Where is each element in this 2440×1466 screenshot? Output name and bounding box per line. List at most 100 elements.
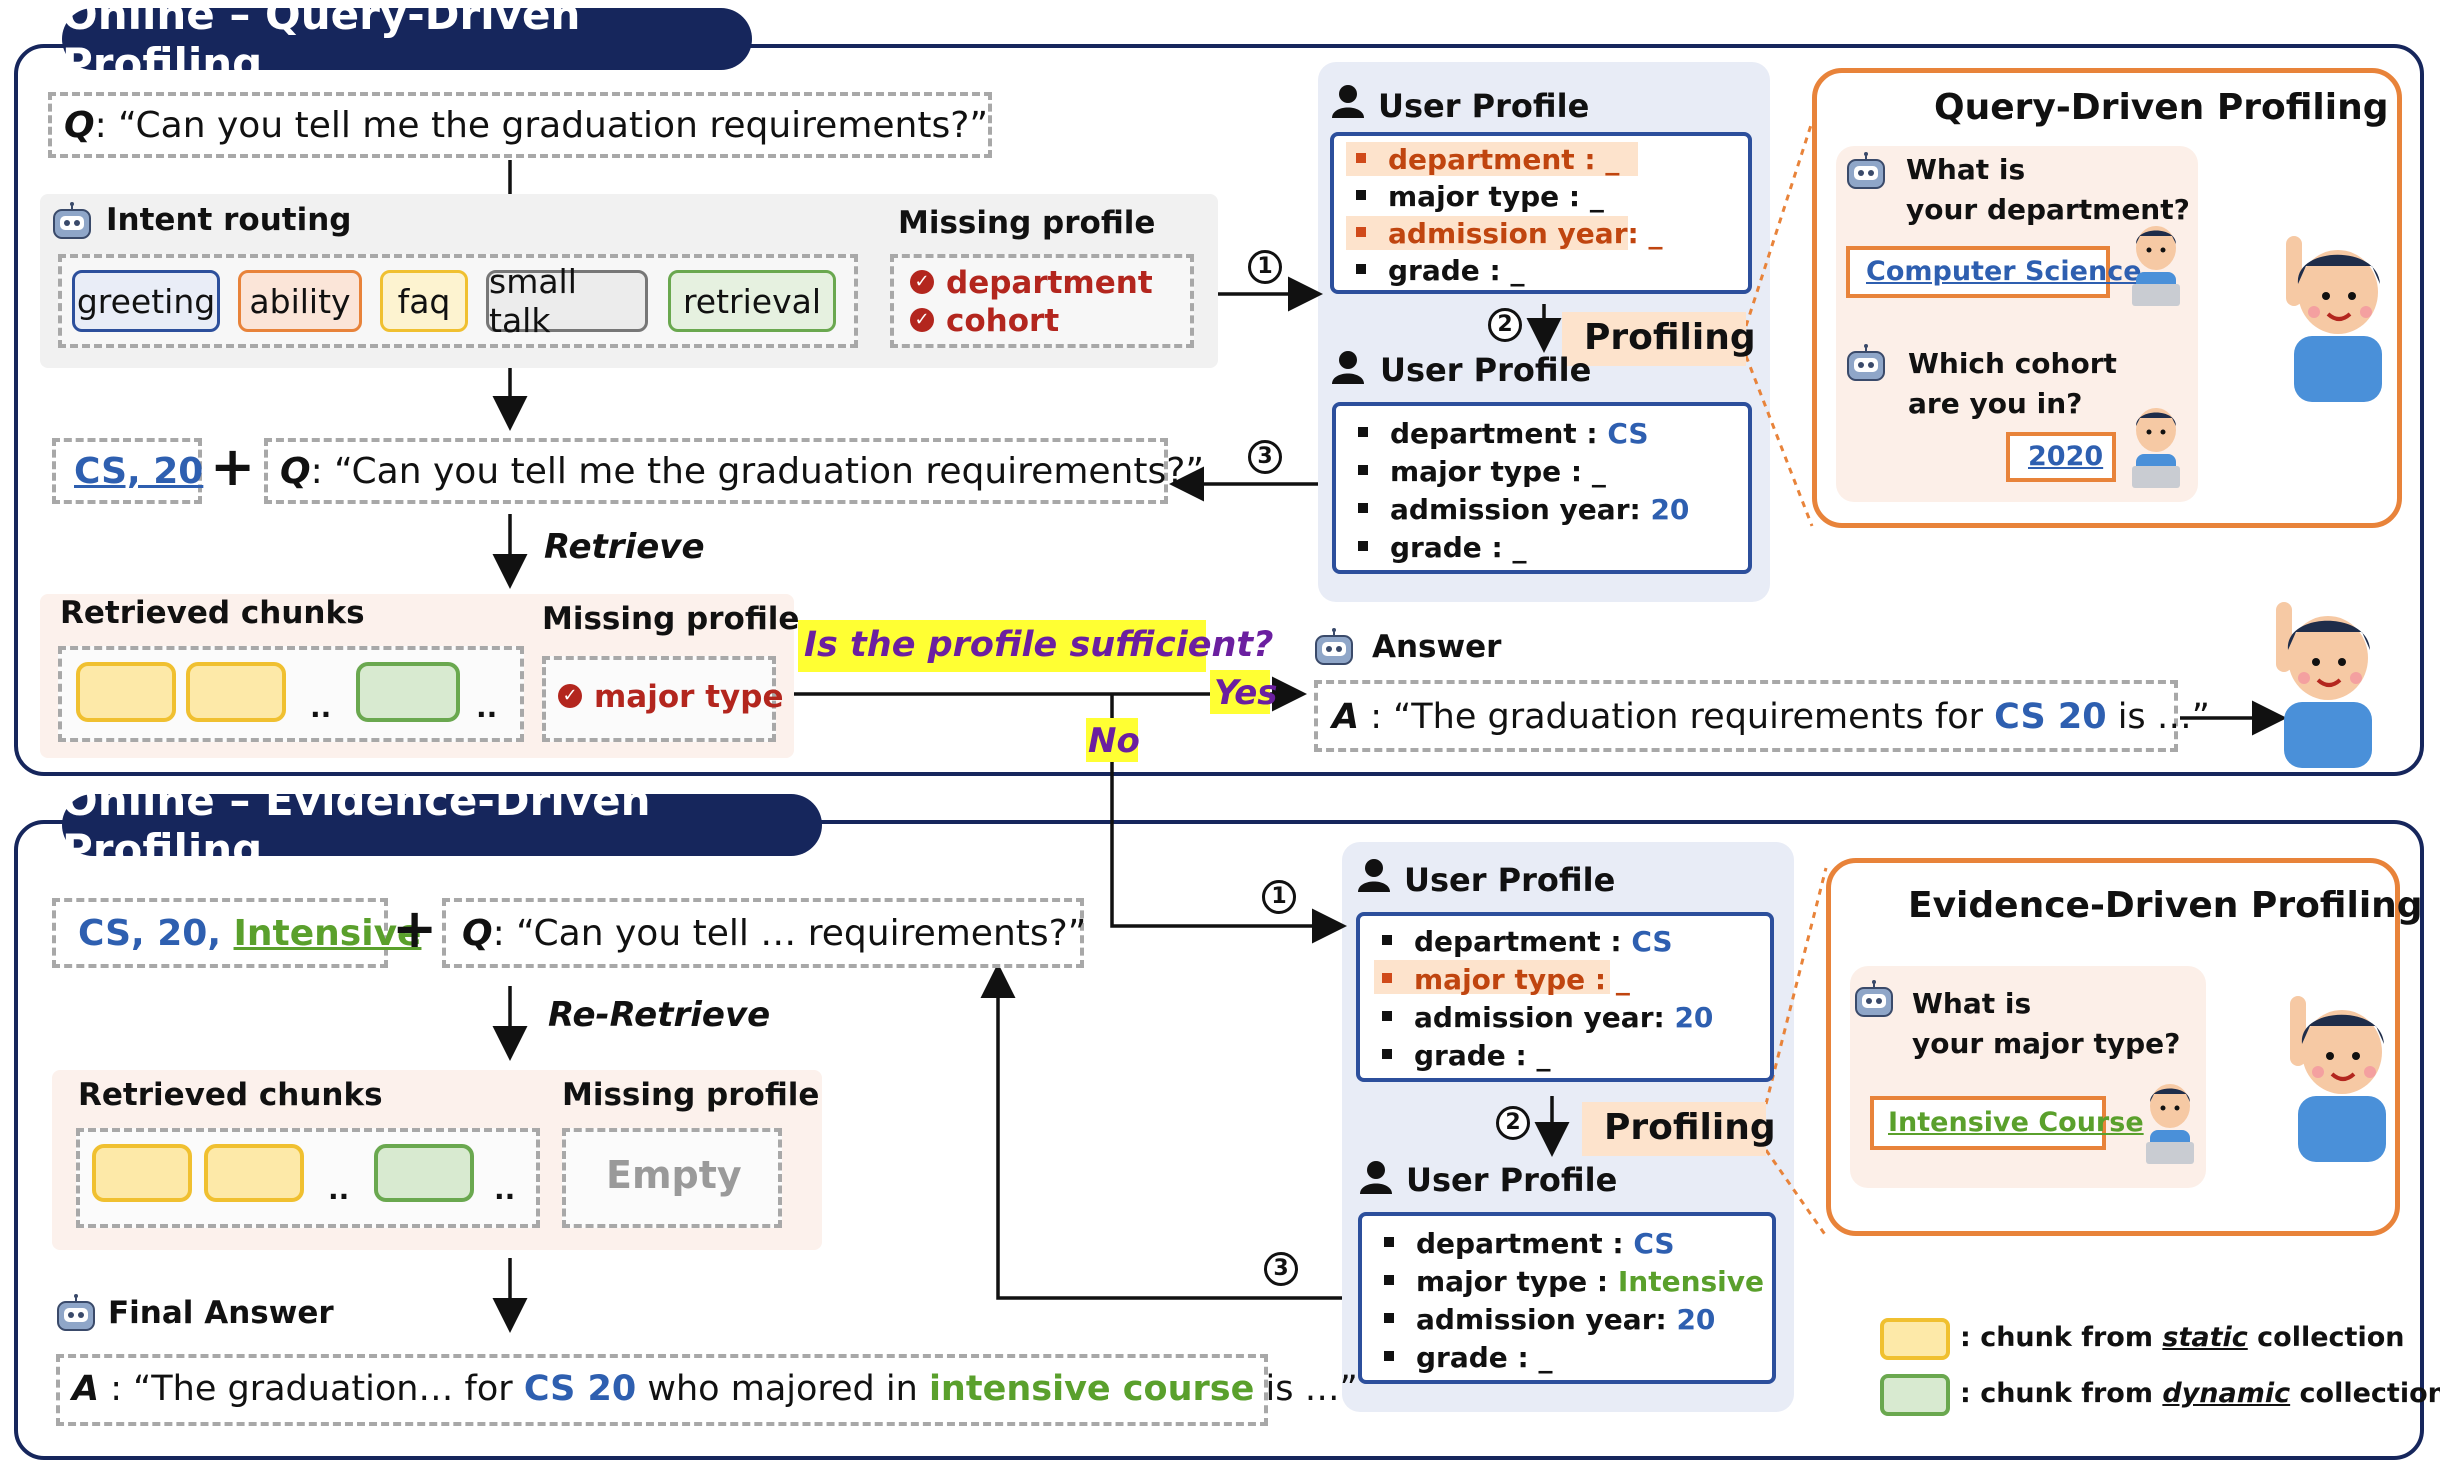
final-answer-cs20: CS 20 bbox=[523, 1369, 637, 1409]
missing-profile-label-2: Missing profile bbox=[542, 601, 800, 637]
user-profile-label-4: User Profile bbox=[1406, 1161, 1618, 1199]
profile-after-row-3: admission year: 20 bbox=[1358, 496, 1689, 524]
query-box-2 bbox=[264, 438, 1168, 504]
no-label: No bbox=[1088, 721, 1140, 761]
connector-bottom-1 bbox=[1764, 867, 1828, 1105]
chunk-dynamic-1 bbox=[356, 662, 460, 722]
legend-dynamic: : chunk from dynamic collection bbox=[1960, 1378, 2440, 1409]
chunk-dots-b2: .. bbox=[494, 1173, 516, 1206]
profile-b-before-row-2: major type : _ bbox=[1382, 966, 1630, 994]
profile-before-row-3: admission year: _ bbox=[1356, 220, 1662, 248]
step-1-bottom: 1 bbox=[1262, 880, 1296, 914]
profile-b-after-intensive: Intensive bbox=[1617, 1265, 1765, 1298]
step-3-top: 3 bbox=[1248, 440, 1282, 474]
intent-greeting: greeting bbox=[72, 270, 220, 332]
answer-highlight: CS 20 bbox=[1994, 697, 2107, 737]
query-line: Q: “Can you tell me the graduation requi… bbox=[64, 108, 988, 144]
arrow-step3-bottom bbox=[980, 963, 1342, 1300]
profile-card-before-bottom bbox=[1356, 912, 1774, 1082]
profile-tag-box bbox=[52, 438, 202, 504]
missing-profile-box-2 bbox=[542, 656, 776, 742]
profiling-tag: Profiling bbox=[1584, 317, 1756, 358]
person-icon-3 bbox=[1358, 859, 1390, 892]
profile-tag-bottom-a: CS, 20, bbox=[78, 913, 234, 954]
top-section-title-text: Online – Query-Driven Profiling bbox=[62, 0, 581, 88]
profile-before-row-2-text: major type : _ bbox=[1388, 180, 1604, 213]
profile-b-after-row-3: admission year: 20 bbox=[1384, 1306, 1715, 1334]
plus-sign: + bbox=[210, 435, 256, 498]
chunk-static-1 bbox=[76, 662, 176, 722]
profile-before-row-3-text: admission year: _ bbox=[1388, 217, 1663, 250]
user-figure-answer bbox=[2276, 602, 2372, 768]
profile-b-before-cs: CS bbox=[1631, 925, 1673, 958]
person-icon-4 bbox=[1360, 1161, 1392, 1194]
step-1-top: 1 bbox=[1248, 250, 1282, 284]
final-answer-line: A : “The graduation… for CS 20 who major… bbox=[72, 1369, 1358, 1409]
answer-text-2: is …” bbox=[2106, 697, 2210, 737]
panel-q2-line1: Which cohort bbox=[1908, 347, 2117, 380]
student-icon-small bbox=[2132, 226, 2180, 306]
robot-icon-panel-2 bbox=[1847, 344, 1885, 381]
robot-icon-final bbox=[57, 1294, 95, 1331]
answer-prefix: A bbox=[1332, 697, 1360, 737]
profile-tag-bottom-b: Intensive bbox=[233, 913, 422, 954]
legend-static: : chunk from static collection bbox=[1960, 1322, 2405, 1353]
profile-before-row-2: major type : _ bbox=[1356, 183, 1604, 211]
query-box bbox=[48, 92, 992, 158]
intent-routing-label: Intent routing bbox=[106, 202, 352, 238]
bottom-section-title: Online – Evidence-Driven Profiling bbox=[62, 776, 822, 874]
missing-item-cohort-text: cohort bbox=[946, 303, 1060, 339]
profile-before-row-4: grade : _ bbox=[1356, 257, 1524, 285]
profile-b-after-cs: CS bbox=[1633, 1227, 1675, 1260]
chunk-dots-2: .. bbox=[476, 691, 498, 724]
yes-label: Yes bbox=[1214, 673, 1278, 713]
profile-tag-bottom: CS, 20, Intensive bbox=[78, 916, 421, 952]
top-section-frame bbox=[14, 44, 2424, 776]
missing-item-major: ✓major type bbox=[558, 682, 783, 713]
no-highlight bbox=[1086, 718, 1138, 762]
intent-faq: faq bbox=[380, 270, 468, 332]
panel-a1: Computer Science bbox=[1866, 256, 2142, 287]
profile-b-before-row-1: department : CS bbox=[1382, 928, 1673, 956]
connector-bottom-2 bbox=[1764, 1149, 1828, 1237]
legend-dynamic-swatch bbox=[1880, 1374, 1950, 1416]
sufficient-question: Is the profile sufficient? bbox=[804, 625, 1274, 665]
highlight-department bbox=[1346, 142, 1638, 176]
chunk-dots-b1: .. bbox=[328, 1173, 350, 1206]
profile-b-after-row-1: department : CS bbox=[1384, 1230, 1675, 1258]
profile-tag-box-bottom bbox=[52, 898, 388, 968]
missing-profile-box bbox=[890, 254, 1194, 348]
evidence-q1-line1: What is bbox=[1912, 987, 2032, 1020]
missing-item-department-text: department bbox=[946, 265, 1153, 301]
student-icon-small-3 bbox=[2146, 1084, 2194, 1164]
profile-before-row-4-text: grade : _ bbox=[1388, 254, 1525, 287]
chunk-static-2 bbox=[186, 662, 286, 722]
retrieved-chunks-label: Retrieved chunks bbox=[60, 595, 365, 631]
user-figure-panel-top bbox=[2286, 236, 2382, 402]
profile-card-after-bottom bbox=[1358, 1212, 1776, 1384]
profile-after-row-1: department : CS bbox=[1358, 420, 1649, 448]
robot-icon-panel-3 bbox=[1855, 980, 1893, 1017]
profiling-tag-bottom: Profiling bbox=[1604, 1107, 1776, 1148]
person-icon bbox=[1332, 85, 1364, 118]
arrow-no-branch bbox=[1110, 694, 1347, 944]
profile-b-before-row-3: admission year: 20 bbox=[1382, 1004, 1713, 1032]
panel-q1-line1: What is bbox=[1906, 153, 2026, 186]
user-figure-panel-bottom bbox=[2290, 996, 2386, 1162]
panel-q1-line2: your department? bbox=[1906, 193, 2190, 226]
person-icon-2 bbox=[1332, 351, 1364, 384]
panel-a2-box bbox=[2006, 432, 2116, 482]
robot-icon-panel-1 bbox=[1847, 152, 1885, 189]
intent-ability: ability bbox=[238, 270, 362, 332]
chunk-dots-1: .. bbox=[310, 691, 332, 724]
profile-b-after-row-4: grade : _ bbox=[1384, 1344, 1552, 1372]
profile-b-after-row-2: major type : Intensive bbox=[1384, 1268, 1764, 1296]
chunk-static-b2 bbox=[204, 1144, 304, 1202]
profiling-tag-bg bbox=[1562, 312, 1746, 366]
profile-b-before-20: 20 bbox=[1674, 1001, 1714, 1034]
final-answer-prefix: A bbox=[72, 1369, 100, 1409]
profile-b-after-20: 20 bbox=[1676, 1303, 1716, 1336]
retrieved-chunks-label-bottom: Retrieved chunks bbox=[78, 1077, 383, 1113]
panel-a2: 2020 bbox=[2028, 441, 2104, 472]
